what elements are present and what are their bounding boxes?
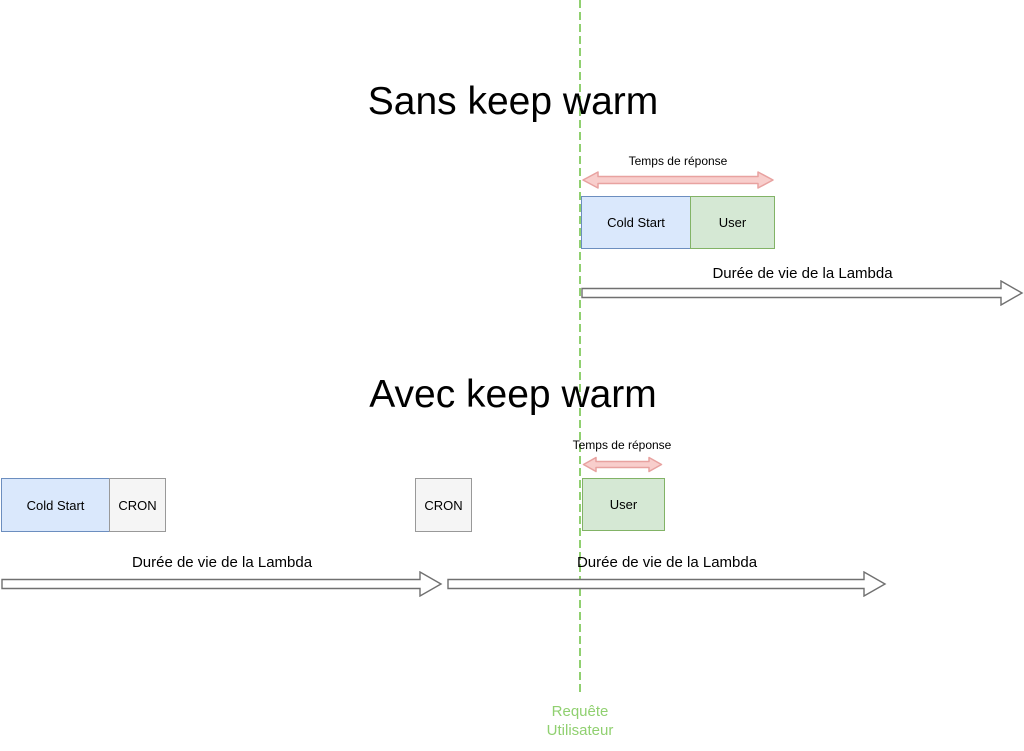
lambda-lifetime-arrow-icon-bottom-right [447, 571, 887, 597]
cron-box-2: CRON [415, 478, 472, 532]
user-request-label-line1: Requête [551, 703, 609, 720]
lambda-lifetime-label-bottom-left: Durée de vie de la Lambda [131, 554, 313, 571]
user-request-dashed-line [579, 0, 581, 693]
response-time-label-bottom: Temps de réponse [572, 438, 672, 452]
lambda-lifetime-label-top: Durée de vie de la Lambda [712, 265, 893, 282]
cold-start-label-top: Cold Start [607, 215, 665, 230]
title-sans-keep-warm: Sans keep warm [367, 80, 659, 123]
response-time-double-arrow-icon-bottom [582, 456, 663, 473]
user-label-top: User [718, 215, 747, 230]
lambda-lifetime-arrow-icon-top [581, 280, 1024, 306]
cron-label-1: CRON [118, 497, 157, 513]
cold-start-label-bottom: Cold Start [26, 497, 85, 513]
cold-start-box-bottom: Cold Start [1, 478, 110, 532]
response-time-label-top: Temps de réponse [628, 154, 728, 168]
lambda-lifetime-label-bottom-right: Durée de vie de la Lambda [576, 554, 758, 571]
user-box-bottom: User [582, 478, 665, 531]
lambda-lifetime-arrow-icon-bottom-left [1, 571, 443, 597]
cron-box-1: CRON [109, 478, 166, 532]
user-request-label-line2: Utilisateur [546, 722, 614, 739]
user-box-top: User [690, 196, 775, 249]
title-avec-keep-warm: Avec keep warm [369, 373, 657, 416]
user-label-bottom: User [609, 497, 638, 512]
user-request-label: Requête Utilisateur [480, 702, 680, 740]
cron-label-2: CRON [424, 497, 463, 513]
response-time-double-arrow-icon [582, 171, 774, 189]
cold-start-box-top: Cold Start [581, 196, 691, 249]
